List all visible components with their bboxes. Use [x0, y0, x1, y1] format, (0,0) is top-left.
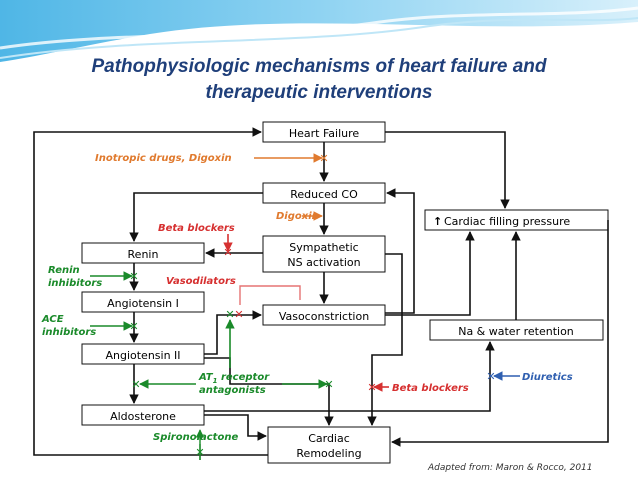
svg-text:Renin: Renin: [128, 248, 159, 261]
intervention-at1-antagonists: AT1 receptor antagonists ✕ ✕ ✕: [131, 308, 333, 396]
block-mark-icon: ✕: [131, 378, 140, 391]
svg-text:AT1 receptor: AT1 receptor: [198, 372, 270, 385]
svg-text:Vasoconstriction: Vasoconstriction: [279, 310, 369, 323]
box-reduced-co: Reduced CO: [262, 182, 386, 204]
svg-text:Digoxin: Digoxin: [276, 211, 319, 222]
intervention-renin-inhibitors: Renin inhibitors ✕: [48, 265, 139, 289]
intervention-diuretics: Diuretics ✕: [486, 370, 572, 383]
block-mark-icon: ✕: [223, 246, 232, 259]
svg-text:Reduced CO: Reduced CO: [290, 188, 358, 201]
block-mark-icon: ✕: [367, 381, 376, 394]
svg-text:Remodeling: Remodeling: [296, 447, 361, 460]
svg-text:Angiotensin II: Angiotensin II: [105, 349, 180, 362]
block-mark-icon: ✕: [195, 446, 204, 459]
svg-text:Renin: Renin: [48, 265, 80, 276]
box-vasoconstriction: Vasoconstriction: [262, 304, 386, 326]
box-angiotensin-1: Angiotensin I: [81, 291, 205, 313]
block-mark-icon: ✕: [324, 378, 333, 391]
box-cardiac-filling-pressure: ↑ Cardiac filling pressure: [424, 209, 609, 231]
up-arrow-icon: ↑: [433, 215, 442, 228]
block-mark-icon: ✕: [486, 370, 495, 383]
svg-text:Cardiac: Cardiac: [308, 432, 350, 445]
box-angiotensin-2: Angiotensin II: [81, 343, 205, 365]
svg-text:Heart Failure: Heart Failure: [289, 127, 360, 140]
box-na-water-retention: Na & water retention: [429, 319, 604, 341]
flow-arrows: [33, 127, 609, 456]
box-cardiac-remodeling: Cardiac Remodeling: [267, 426, 391, 464]
block-mark-icon: ✕: [319, 152, 328, 165]
intervention-digoxin: Digoxin: [276, 211, 323, 222]
slide-title-line-2: therapeutic interventions: [205, 82, 433, 103]
intervention-spironolactone: Spironolactone ✕: [153, 429, 238, 460]
intervention-vasodilators: Vasodilators ✕: [166, 276, 301, 321]
box-aldosterone: Aldosterone: [81, 404, 205, 426]
svg-text:Angiotensin I: Angiotensin I: [107, 297, 179, 310]
intervention-inotropic: Inotropic drugs, Digoxin ✕: [95, 152, 329, 165]
intervention-beta-blockers-top: Beta blockers ✕: [158, 223, 235, 259]
svg-text:Spironolactone: Spironolactone: [153, 432, 238, 443]
svg-text:Diuretics: Diuretics: [522, 372, 573, 383]
header-decoration: [0, 0, 638, 62]
svg-text:Beta blockers: Beta blockers: [158, 223, 235, 234]
svg-text:Na & water retention: Na & water retention: [458, 325, 574, 338]
intervention-ace-inhibitors: ACE inhibitors ✕: [41, 314, 139, 338]
block-mark-icon: ✕: [129, 270, 138, 283]
svg-text:Inotropic drugs, Digoxin: Inotropic drugs, Digoxin: [95, 153, 232, 164]
svg-text:ACE: ACE: [41, 314, 64, 325]
svg-text:Cardiac filling pressure: Cardiac filling pressure: [444, 215, 570, 228]
block-mark-icon: ✕: [225, 308, 234, 321]
svg-text:Beta blockers: Beta blockers: [392, 383, 469, 394]
box-sympathetic-ns-activation: Sympathetic NS activation: [262, 235, 386, 273]
svg-text:Aldosterone: Aldosterone: [110, 410, 176, 423]
svg-text:NS activation: NS activation: [287, 256, 360, 269]
box-heart-failure: Heart Failure: [262, 121, 386, 143]
intervention-beta-blockers-bottom: Beta blockers ✕: [367, 381, 468, 394]
citation: Adapted from: Maron & Rocco, 2011: [427, 463, 593, 473]
block-mark-icon: ✕: [234, 308, 243, 321]
svg-text:Sympathetic: Sympathetic: [289, 241, 358, 254]
box-renin: Renin: [81, 242, 205, 264]
svg-text:Vasodilators: Vasodilators: [166, 276, 236, 287]
slide-title: Pathophysiologic mechanisms of heart fai…: [0, 54, 638, 106]
svg-text:inhibitors: inhibitors: [48, 278, 102, 289]
svg-text:antagonists: antagonists: [199, 385, 266, 396]
slide-title-line-1: Pathophysiologic mechanisms of heart fai…: [91, 56, 547, 77]
block-mark-icon: ✕: [129, 320, 138, 333]
svg-text:inhibitors: inhibitors: [42, 327, 96, 338]
